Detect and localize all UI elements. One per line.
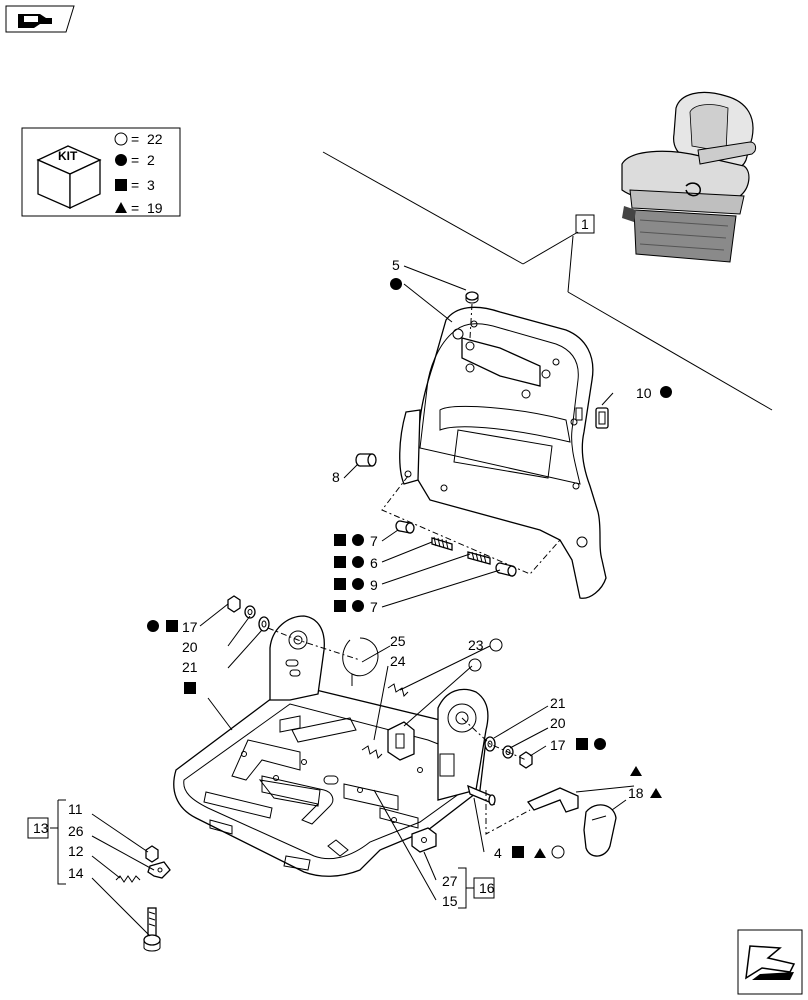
callout-21b: 21	[550, 695, 566, 711]
callout-17b: 17	[550, 737, 566, 753]
latch-part-23	[387, 721, 415, 761]
clip-part-10	[595, 407, 609, 429]
callout-14: 14	[68, 865, 84, 881]
circle-filled-icon	[115, 154, 127, 166]
callout-box-1	[575, 214, 595, 234]
callout-1: 1	[581, 216, 589, 232]
kit-label: KIT	[58, 149, 78, 163]
callout-15: 15	[442, 893, 458, 909]
callout-11: 11	[68, 801, 83, 817]
callout-26: 26	[68, 823, 84, 839]
spring-part-24	[361, 683, 409, 759]
square-filled-icon	[115, 179, 127, 191]
callout-12: 12	[68, 843, 84, 859]
cap-part-5	[465, 291, 479, 304]
callout-20a: 20	[182, 639, 198, 655]
seat-assembly-thumbnail	[621, 91, 757, 263]
handle-part-18	[526, 787, 617, 857]
callout-symbols	[147, 278, 672, 859]
callout-20b: 20	[550, 715, 566, 731]
callout-24: 24	[390, 653, 406, 669]
callout-13: 13	[33, 820, 49, 836]
bracket-part-27	[411, 827, 437, 853]
callout-4: 4	[494, 845, 502, 861]
callout-23: 23	[468, 637, 484, 653]
backrest-frame	[399, 306, 607, 599]
washer-nut-left	[227, 595, 270, 632]
kit-row-4-sep: =	[131, 200, 139, 216]
next-page-arrow-icon[interactable]	[737, 929, 803, 995]
leader-lines	[50, 265, 635, 937]
callout-16: 16	[479, 880, 495, 896]
callout-27: 27	[442, 873, 458, 889]
callout-7b: 7	[370, 599, 378, 615]
callout-7a: 7	[370, 533, 378, 549]
callout-5: 5	[392, 257, 400, 273]
callout-10: 10	[636, 385, 652, 401]
callout-6: 6	[370, 555, 378, 571]
callout-box-16	[473, 877, 495, 899]
pin-part-4	[467, 784, 496, 806]
callout-box-13	[27, 817, 49, 839]
kit-legend: KIT = = = = 22 2 3 19	[21, 127, 181, 217]
triangle-filled-icon	[115, 202, 127, 213]
bolt-assembly	[115, 845, 171, 952]
kit-row-3-value: 3	[147, 177, 155, 193]
callout-17a: 17	[182, 619, 198, 635]
kit-row-2-value: 2	[147, 152, 155, 168]
pin-part-8	[355, 453, 377, 467]
kit-row-1-value: 22	[147, 131, 163, 147]
kit-row-4-value: 19	[147, 200, 163, 216]
callout-25: 25	[390, 633, 406, 649]
callout-8: 8	[332, 469, 340, 485]
kit-row-1-sep: =	[131, 131, 139, 147]
overview-lines	[322, 151, 773, 411]
callout-9: 9	[370, 577, 378, 593]
seat-base-frame	[173, 615, 489, 877]
spring-ring-part-25	[342, 637, 379, 686]
callout-21a: 21	[182, 659, 198, 675]
kit-row-2-sep: =	[131, 152, 139, 168]
callout-18: 18	[628, 785, 644, 801]
fastener-group	[395, 520, 517, 577]
kit-row-3-sep: =	[131, 177, 139, 193]
circle-open-icon	[114, 132, 128, 146]
kit-cube-icon	[36, 145, 102, 210]
book-hand-icon[interactable]	[5, 5, 75, 33]
